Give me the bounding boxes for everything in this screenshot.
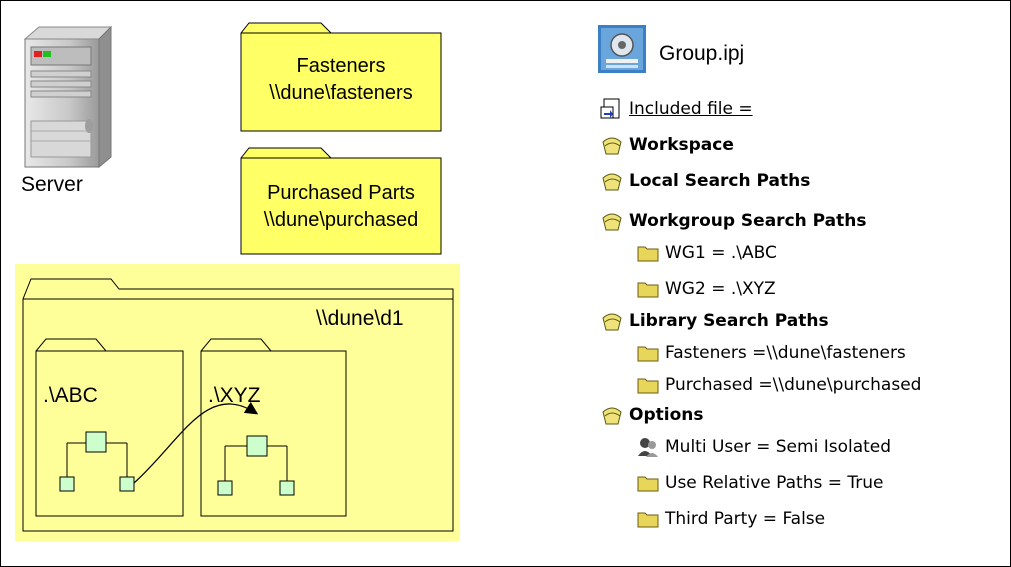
abc-hierarchy (59, 431, 135, 492)
xyz-subfolder-shape (200, 338, 347, 517)
tree-item-use-relative-paths[interactable]: Use Relative Paths = True (637, 471, 884, 495)
reference-arrow (133, 401, 259, 484)
included-file-icon (600, 98, 620, 119)
wg2-label: WG2 = .\XYZ (665, 279, 776, 299)
folder-icon (637, 512, 659, 528)
workgroup-path-label: \\dune\d1 (316, 307, 404, 330)
tree-item-workgroup-search-paths[interactable]: Workgroup Search Paths (601, 209, 867, 233)
tree-item-lib-fasteners[interactable]: Fasteners =\\dune\fasteners (637, 341, 906, 365)
open-folder-icon (602, 213, 622, 231)
multi-user-label: Multi User = Semi Isolated (665, 437, 892, 457)
tree-item-wg1[interactable]: WG1 = .\ABC (637, 241, 777, 265)
open-folder-icon (602, 173, 622, 191)
xyz-folder-label: .\XYZ (208, 384, 261, 407)
library-search-paths-label: Library Search Paths (629, 311, 829, 331)
tree-item-workspace[interactable]: Workspace (601, 133, 734, 157)
abc-folder-label: .\ABC (43, 384, 98, 407)
third-party-label: Third Party = False (665, 509, 826, 529)
folder-icon (637, 246, 659, 262)
lib-fasteners-label: Fasteners =\\dune\fasteners (665, 343, 906, 363)
project-file-icon (598, 25, 646, 73)
lib-purchased-label: Purchased =\\dune\purchased (665, 375, 922, 395)
tree-item-library-search-paths[interactable]: Library Search Paths (601, 309, 829, 333)
wg1-label: WG1 = .\ABC (665, 243, 777, 263)
open-folder-icon (602, 313, 622, 331)
tree-item-local-search-paths[interactable]: Local Search Paths (601, 169, 810, 193)
folder-icon (637, 378, 659, 394)
purchased-folder-name: Purchased Parts (267, 182, 415, 204)
tree-item-wg2[interactable]: WG2 = .\XYZ (637, 277, 776, 301)
tree-item-included-file[interactable]: Included file = (600, 97, 753, 121)
purchased-folder-label: Purchased Parts \\dune\purchased (241, 180, 441, 234)
multi-user-icon (638, 438, 658, 457)
tree-item-lib-purchased[interactable]: Purchased =\\dune\purchased (637, 373, 921, 397)
server-label: Server (21, 173, 83, 196)
folder-icon (637, 346, 659, 362)
server-icon (23, 25, 113, 169)
xyz-hierarchy (217, 435, 295, 496)
fasteners-folder-path: \\dune\fasteners (269, 82, 413, 104)
left-diagram-shapes (15, 22, 460, 541)
fasteners-folder-name: Fasteners (296, 55, 386, 77)
workspace-label: Workspace (629, 135, 734, 155)
folder-icon (637, 476, 659, 492)
fasteners-folder-shape (240, 22, 442, 132)
workgroup-search-paths-label: Workgroup Search Paths (629, 211, 867, 231)
options-label: Options (629, 405, 704, 425)
tree-item-third-party[interactable]: Third Party = False (637, 507, 825, 531)
open-folder-icon (602, 137, 622, 155)
local-search-paths-label: Local Search Paths (629, 171, 811, 191)
tree-item-options[interactable]: Options (601, 403, 703, 427)
fasteners-folder-label: Fasteners \\dune\fasteners (241, 53, 441, 107)
folder-icon (637, 282, 659, 298)
open-folder-icon (602, 407, 622, 425)
included-file-label: Included file = (629, 99, 753, 119)
abc-subfolder-shape (35, 338, 184, 517)
project-title: Group.ipj (659, 42, 745, 65)
purchased-folder-shape (240, 147, 442, 255)
use-relative-paths-label: Use Relative Paths = True (665, 473, 884, 493)
purchased-folder-path: \\dune\purchased (263, 209, 419, 231)
tree-item-multi-user[interactable]: Multi User = Semi Isolated (637, 435, 891, 459)
